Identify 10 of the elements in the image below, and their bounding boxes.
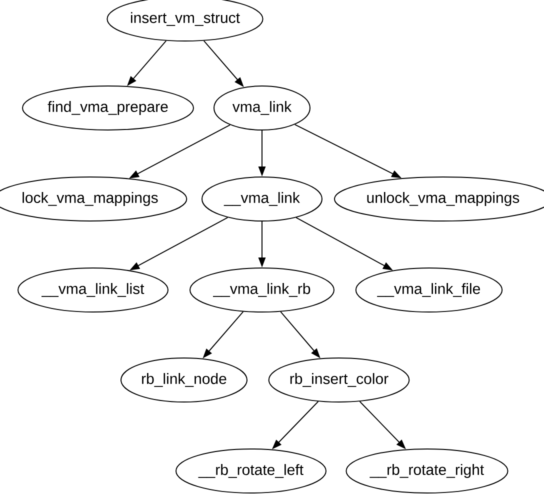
ellipse-node: __vma_link_file — [355, 268, 503, 312]
ellipse-node: __rb_rotate_left — [176, 448, 326, 494]
ellipse-node: rb_link_node — [120, 358, 248, 402]
ellipse-node: find_vma_prepare — [22, 86, 194, 130]
ellipse-node: __vma_link_list — [18, 268, 168, 312]
ellipse-node: __rb_rotate_right — [346, 448, 508, 494]
ellipse-node: rb_insert_color — [268, 358, 410, 402]
ellipse-node: __vma_link — [202, 176, 322, 222]
ellipse-node: vma_link — [214, 86, 310, 130]
ellipse-node: __vma_link_rb — [190, 268, 334, 312]
